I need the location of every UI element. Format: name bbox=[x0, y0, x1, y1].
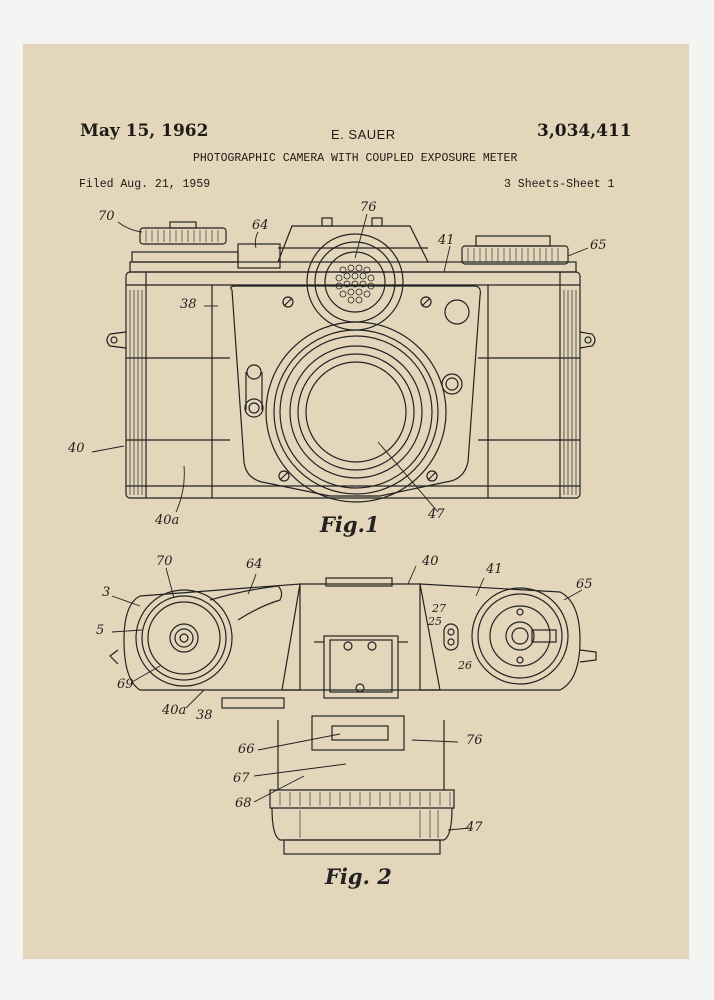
patent-date: May 15, 1962 bbox=[80, 121, 209, 141]
fig2-label-64: 64 bbox=[246, 557, 263, 572]
fig1-label-47: 47 bbox=[428, 507, 445, 522]
fig2-label-47: 47 bbox=[466, 820, 483, 835]
fig2-top-view bbox=[109, 565, 597, 855]
fig2-label-40a: 40a bbox=[162, 703, 187, 718]
fig2-label-76: 76 bbox=[466, 733, 483, 748]
fig1-label-70: 70 bbox=[98, 209, 115, 224]
fig2-label-65: 65 bbox=[576, 577, 593, 592]
filed-date: Filed Aug. 21, 1959 bbox=[79, 178, 211, 191]
sheet-count: 3 Sheets-Sheet 1 bbox=[504, 178, 615, 191]
fig1-label-41: 41 bbox=[438, 233, 455, 248]
fig1-label-64: 64 bbox=[252, 218, 269, 233]
fig2-label-25: 25 bbox=[428, 615, 442, 628]
fig2-label-70: 70 bbox=[156, 554, 173, 569]
fig1-label-40a: 40a bbox=[155, 513, 180, 528]
fig2-label-26: 26 bbox=[458, 659, 472, 672]
fig2-label-67: 67 bbox=[233, 771, 250, 786]
fig2-label-5: 5 bbox=[96, 623, 105, 638]
fig1-label-40: 40 bbox=[68, 441, 85, 456]
inventor-name: E. SAUER bbox=[331, 127, 396, 142]
fig1-label-76: 76 bbox=[360, 200, 377, 215]
patent-title: PHOTOGRAPHIC CAMERA WITH COUPLED EXPOSUR… bbox=[193, 152, 518, 165]
patent-number: 3,034,411 bbox=[537, 121, 632, 141]
fig2-label-66: 66 bbox=[238, 742, 255, 757]
fig2-label-41: 41 bbox=[486, 562, 503, 577]
fig1-label-38: 38 bbox=[180, 297, 197, 312]
fig1-front-view bbox=[91, 213, 596, 513]
fig1-label-65: 65 bbox=[590, 238, 607, 253]
fig1-caption: Fig.1 bbox=[320, 512, 380, 537]
fig2-label-68: 68 bbox=[235, 796, 252, 811]
fig2-label-3: 3 bbox=[102, 585, 111, 600]
fig2-caption: Fig. 2 bbox=[325, 864, 392, 889]
fig2-label-38: 38 bbox=[196, 708, 213, 723]
fig2-label-69: 69 bbox=[117, 677, 134, 692]
fig2-label-27: 27 bbox=[432, 602, 446, 615]
fig2-label-40: 40 bbox=[422, 554, 439, 569]
